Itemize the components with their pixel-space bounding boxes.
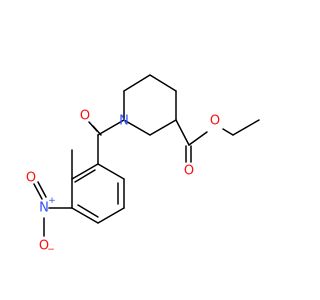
bond-ring-c5-c6 bbox=[149, 119, 177, 136]
bond-benzene-4-5 bbox=[97, 207, 125, 224]
charge-n-nitro: + bbox=[48, 196, 56, 206]
bond-benzene-6-1 bbox=[97, 163, 125, 180]
molecule-diagram: O N O O N + O O − bbox=[26, 74, 260, 256]
charge-o-nitro-bottom: − bbox=[47, 245, 55, 255]
atom-o-ester-double: O bbox=[184, 164, 194, 179]
bond-ch2-ch3 bbox=[232, 119, 260, 136]
atom-labels: O N O O N + O O − bbox=[26, 109, 220, 256]
bond-benzene-3-4-inner bbox=[77, 204, 99, 218]
bonds bbox=[33, 74, 260, 237]
bond-nitro-n-o-top-1 bbox=[33, 183, 43, 200]
bond-ester-o-ch2 bbox=[222, 128, 234, 136]
atom-o-nitro-bottom: O bbox=[39, 239, 49, 254]
atom-o-nitro-top: O bbox=[26, 171, 36, 186]
bond-benzene-3-4 bbox=[71, 207, 99, 224]
atom-o-ketone: O bbox=[80, 109, 90, 124]
atom-n-ring: N bbox=[119, 114, 129, 129]
bond-benzene-1-2-inner bbox=[74, 169, 96, 183]
bond-carbonyl-ester-o bbox=[188, 131, 208, 146]
molecule-structure-canvas: O N O O N + O O − bbox=[25, 74, 260, 256]
bond-benzene-1-2 bbox=[71, 163, 99, 180]
bond-ring-c3-c4 bbox=[149, 74, 177, 92]
atom-n-nitro: N bbox=[39, 201, 49, 216]
bond-amide-co-2 bbox=[92, 125, 102, 136]
bond-ring-c2-c3 bbox=[123, 74, 151, 92]
bond-ring-c6-n bbox=[123, 119, 151, 136]
bond-nitro-n-o-top-2 bbox=[37, 181, 47, 198]
bond-c5-carbonyl bbox=[175, 119, 190, 146]
atom-o-ester-single: O bbox=[210, 114, 220, 129]
bond-n-amide-carbon bbox=[97, 119, 125, 136]
